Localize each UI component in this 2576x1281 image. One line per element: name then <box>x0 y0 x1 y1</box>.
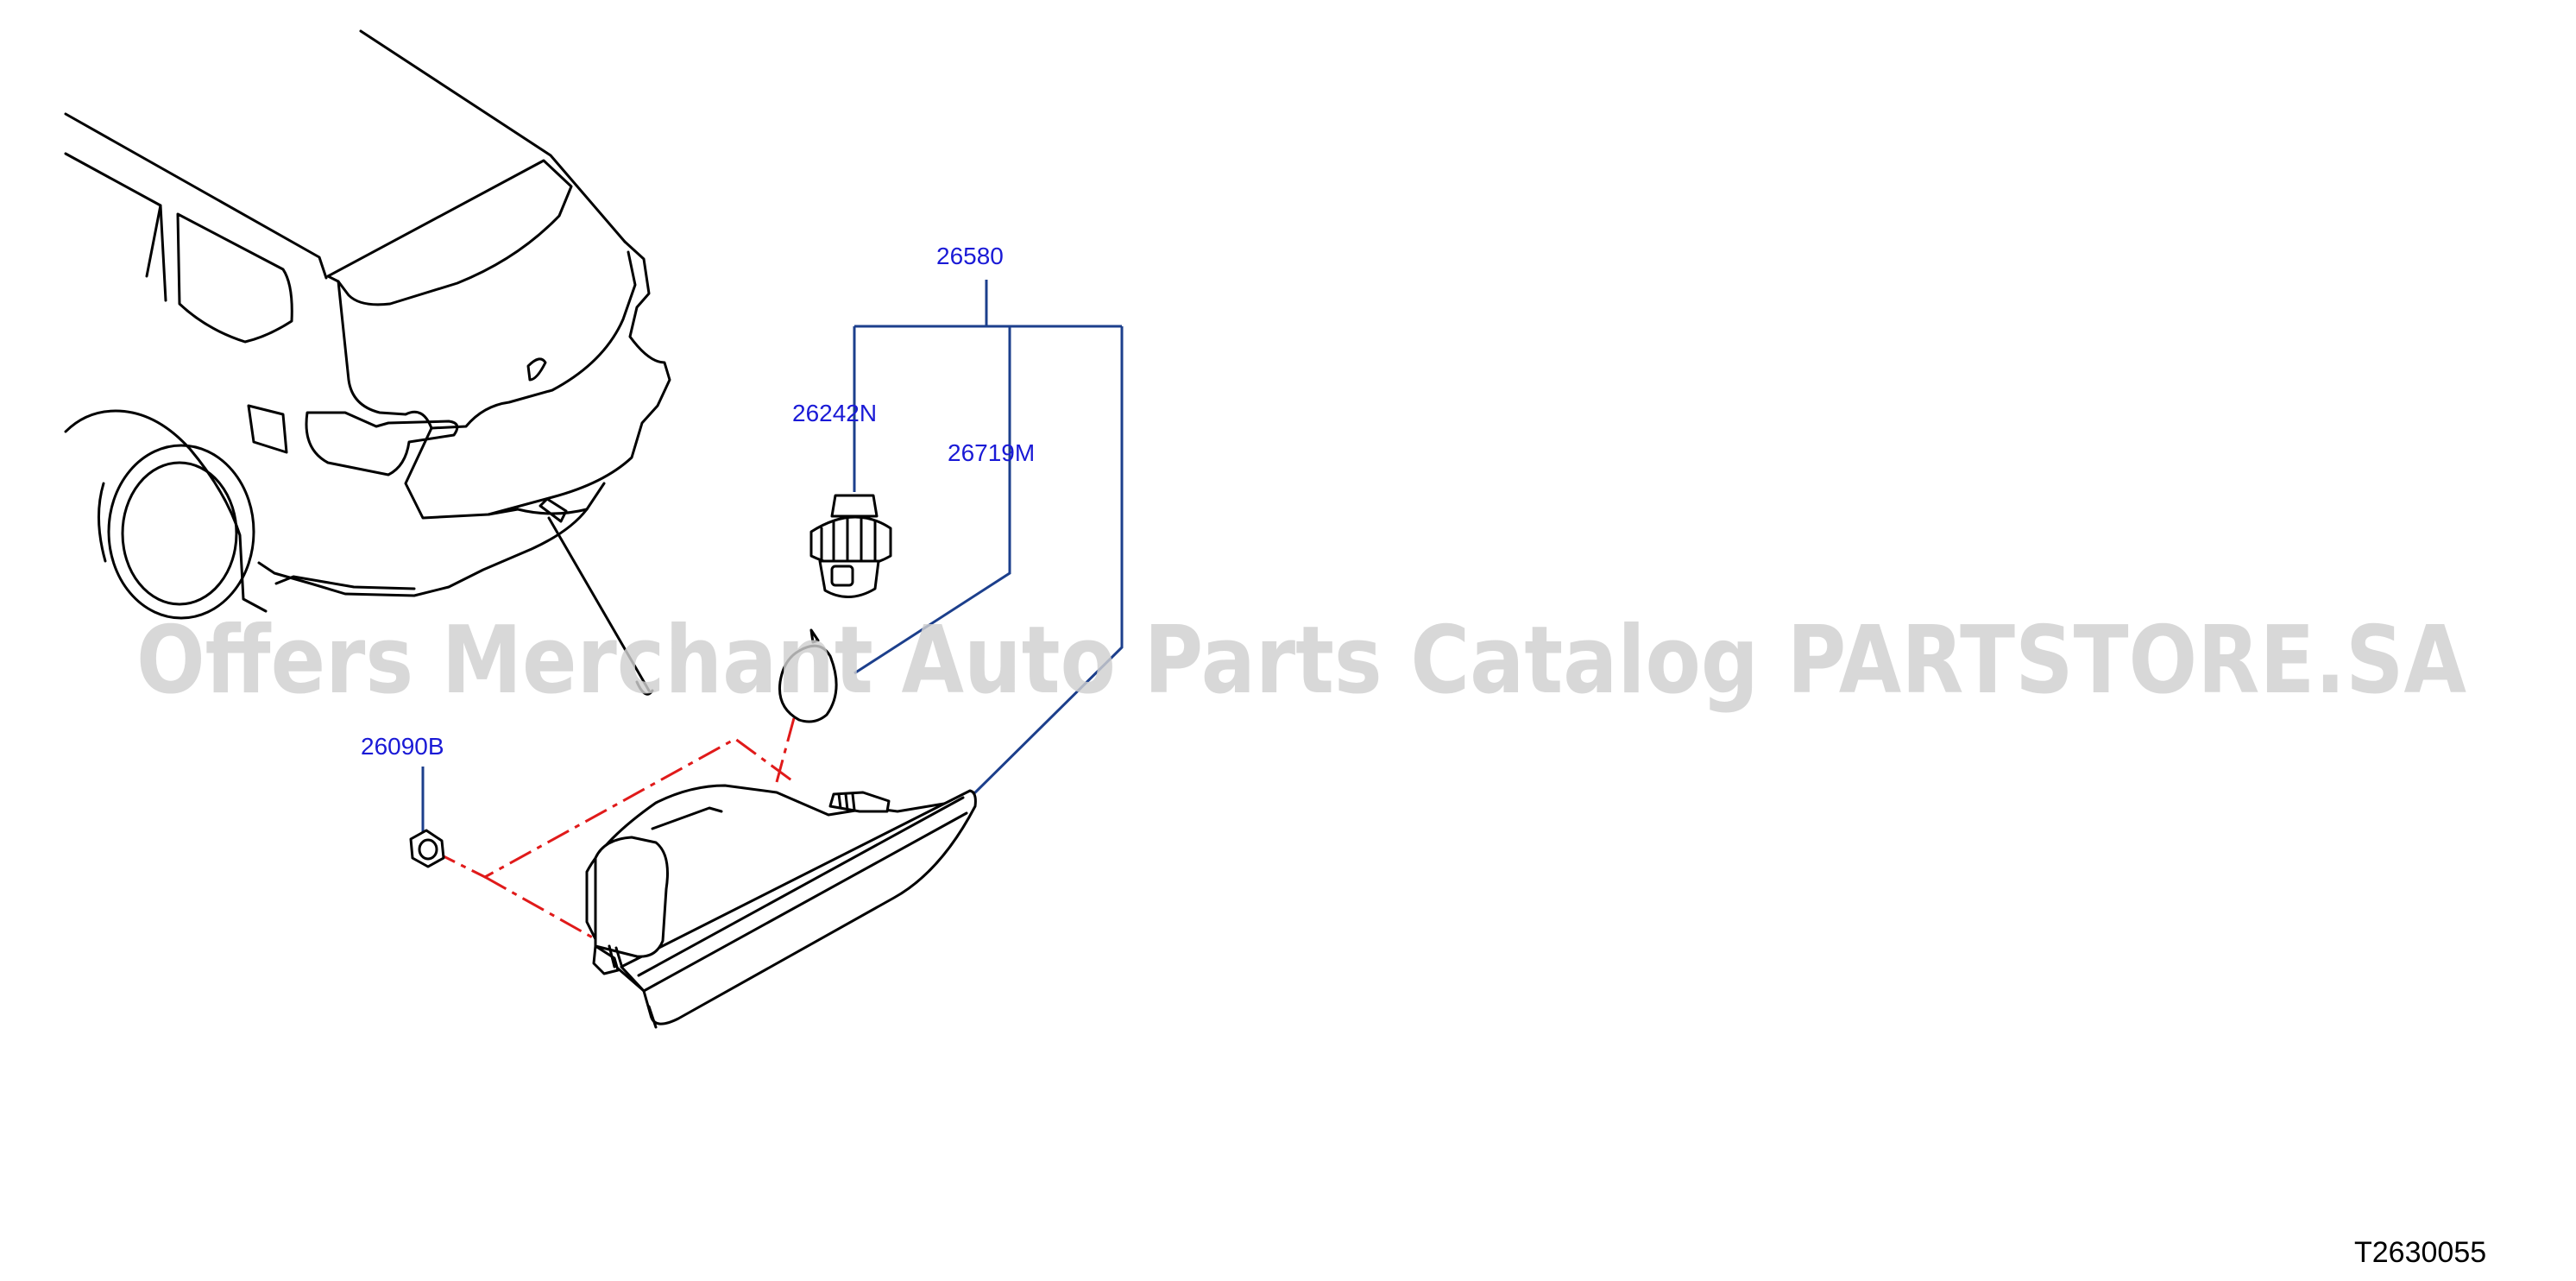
figure-code: T2630055 <box>2354 1236 2486 1269</box>
watermark-text: Offers Merchant Auto Parts Catalog PARTS… <box>136 607 2466 715</box>
callout-26719M: 26719M <box>948 439 1035 466</box>
bulb <box>778 628 838 723</box>
callout-26090B: 26090B <box>361 733 444 760</box>
assembly-lines <box>432 717 796 941</box>
nut <box>409 829 445 868</box>
rear-fog-lamp-assembly <box>585 784 977 1029</box>
bulb-socket <box>809 494 892 599</box>
callout-26580: 26580 <box>936 243 1004 269</box>
callout-26242N: 26242N <box>792 400 877 426</box>
vehicle-rear-illustration <box>64 29 671 696</box>
leader-lines <box>421 280 1124 834</box>
callout-labels: 26580 26242N 26719M 26090B <box>361 243 1035 760</box>
